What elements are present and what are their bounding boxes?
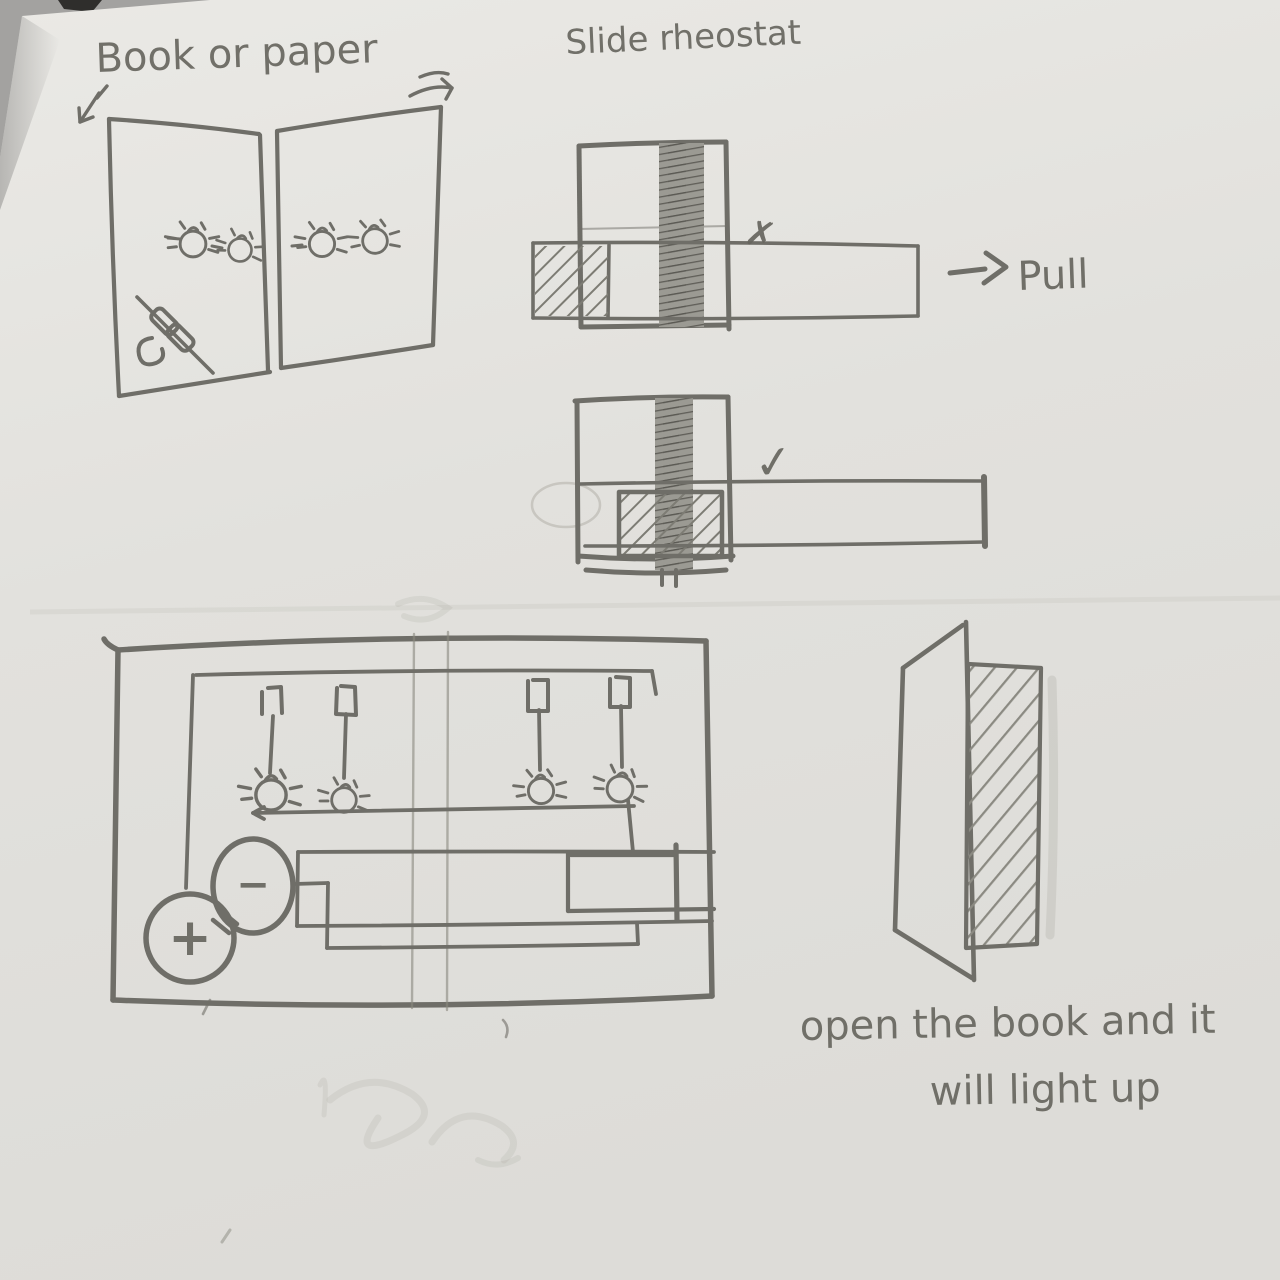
battery-minus-cell (210, 836, 296, 936)
rheostat-pulled-sketch: ✓ (530, 394, 988, 588)
caption-line-2: will light up (929, 1065, 1161, 1115)
open-book-sketch (77, 70, 454, 399)
correct-mark: ✓ (752, 433, 796, 491)
pull-label: Pull (1017, 252, 1090, 300)
track-top-edge (576, 139, 729, 149)
open-arrow-right-icon (408, 70, 454, 101)
book-spine-line-2 (274, 129, 284, 371)
clip-terminal (526, 678, 550, 713)
cover-top-edge (900, 622, 966, 671)
circuit-wires (184, 668, 716, 950)
left-page-bottom-edge (116, 369, 273, 399)
page-block (963, 661, 1044, 951)
erased-mark (530, 481, 602, 529)
clip-terminal (260, 685, 284, 716)
connector-clips (260, 675, 632, 717)
rheostat-top-wire (296, 849, 716, 854)
rheostat-not-pulled-sketch: ✗ Pull (531, 139, 1090, 332)
pull-tab-strip (531, 240, 920, 321)
tab-hatch-fill (535, 246, 608, 316)
rheostat-bottom-wire (295, 919, 714, 928)
closed-book-sketch (892, 619, 1059, 983)
circuit-sketch: − + (101, 630, 717, 1039)
block-shadow (1045, 675, 1059, 940)
clip-terminal (334, 684, 358, 717)
track-top-edge (572, 394, 731, 404)
open-arrow-left-icon (77, 84, 109, 124)
pull-tab-strip (578, 474, 988, 549)
dark-notch (58, 0, 102, 12)
stray-tick (201, 998, 212, 1016)
circuit-rheostat (565, 842, 717, 923)
label-book-or-paper: Book or paper (95, 26, 379, 82)
clip-terminal (608, 675, 632, 709)
battery-plus-label: + (168, 908, 212, 968)
bulb-link-dashes (166, 236, 304, 250)
clip-lead-icon (135, 295, 215, 375)
battery-link (210, 908, 240, 936)
pull-arrow-icon (947, 250, 1009, 286)
right-page-right-edge (430, 104, 444, 348)
stray-tick (501, 1018, 509, 1039)
left-page-top-edge (106, 116, 262, 137)
cover-bottom-edge (892, 927, 975, 981)
bulb-row-wire (251, 804, 636, 815)
book-spine-line-1 (257, 132, 271, 373)
battery-minus-label: − (236, 862, 270, 908)
left-page-left-edge (106, 116, 122, 399)
slider-band (659, 143, 704, 327)
paper-edge-shadow (0, 16, 60, 210)
right-page-top-edge (274, 104, 444, 134)
right-page-bottom-edge (278, 342, 436, 371)
left-wire (184, 673, 195, 890)
cover-left-edge (892, 665, 906, 933)
battery-plus-cell (143, 891, 237, 985)
caption-line-1: open the book and it (799, 997, 1216, 1050)
battery-return-wire (325, 942, 640, 950)
top-wire (194, 668, 654, 677)
paper-crease (29, 595, 1280, 615)
erased-scribbles (220, 595, 521, 1244)
battery: − + (143, 836, 296, 985)
